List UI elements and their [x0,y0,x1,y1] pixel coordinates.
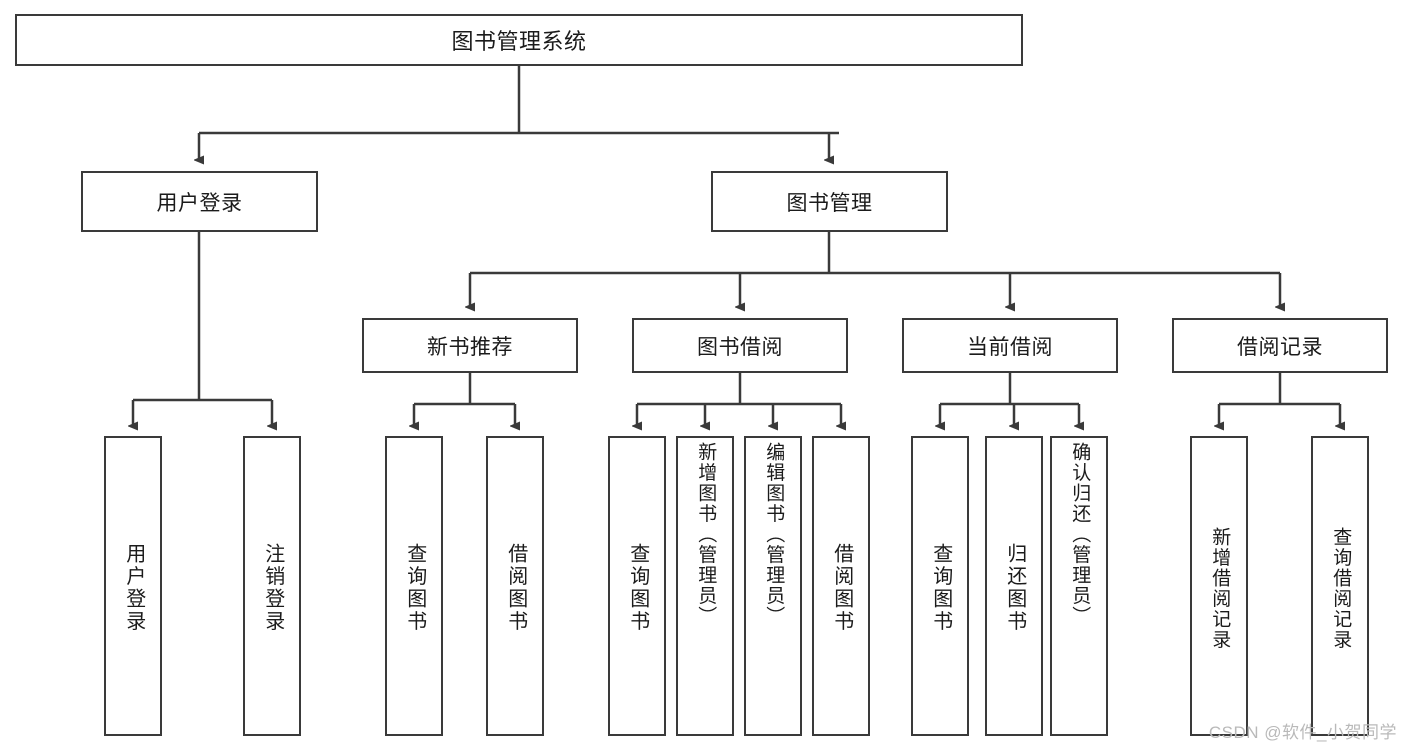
node-leaf-edit-book-label: 编辑图书（管理员） [763,442,785,627]
node-borrow-record-label: 借阅记录 [1237,335,1323,359]
node-leaf-borrow-book-2-label: 借阅图书 [830,543,853,633]
node-leaf-confirm-return[interactable]: 确认归还（管理员） [1050,436,1108,736]
node-leaf-logout-label: 注销登录 [261,543,284,633]
node-leaf-query-book-1-label: 查询图书 [403,543,426,633]
node-current-borrow[interactable]: 当前借阅 [902,318,1118,373]
node-new-book-rec[interactable]: 新书推荐 [362,318,578,373]
node-leaf-add-book-label: 新增图书（管理员） [695,442,717,627]
node-leaf-borrow-book-1-label: 借阅图书 [504,543,527,633]
node-leaf-edit-book[interactable]: 编辑图书（管理员） [744,436,802,736]
csdn-watermark: CSDN @软件_小贺同学 [1208,723,1397,742]
node-current-borrow-label: 当前借阅 [967,335,1053,359]
node-root[interactable]: 图书管理系统 [15,14,1023,66]
node-book-manage[interactable]: 图书管理 [711,171,948,232]
node-book-manage-label: 图书管理 [786,191,873,215]
node-leaf-query-book-2[interactable]: 查询图书 [608,436,666,736]
node-leaf-user-login[interactable]: 用户登录 [104,436,162,736]
node-user-login-label: 用户登录 [156,191,243,215]
node-leaf-confirm-return-label: 确认归还（管理员） [1069,442,1091,627]
node-leaf-query-record-label: 查询借阅记录 [1330,526,1352,650]
node-leaf-query-book-1[interactable]: 查询图书 [385,436,443,736]
node-leaf-add-record[interactable]: 新增借阅记录 [1190,436,1248,736]
node-leaf-borrow-book-2[interactable]: 借阅图书 [812,436,870,736]
node-leaf-user-login-label: 用户登录 [122,543,145,633]
node-leaf-query-book-2-label: 查询图书 [626,543,649,633]
node-leaf-return-book[interactable]: 归还图书 [985,436,1043,736]
node-book-borrow[interactable]: 图书借阅 [632,318,848,373]
node-book-borrow-label: 图书借阅 [697,335,783,359]
node-new-book-rec-label: 新书推荐 [427,335,513,359]
node-leaf-add-record-label: 新增借阅记录 [1209,526,1231,650]
node-leaf-query-book-3[interactable]: 查询图书 [911,436,969,736]
node-leaf-return-book-label: 归还图书 [1003,543,1026,633]
node-leaf-query-record[interactable]: 查询借阅记录 [1311,436,1369,736]
node-leaf-logout[interactable]: 注销登录 [243,436,301,736]
node-user-login[interactable]: 用户登录 [81,171,318,232]
node-leaf-add-book[interactable]: 新增图书（管理员） [676,436,734,736]
node-root-label: 图书管理系统 [451,29,587,54]
node-borrow-record[interactable]: 借阅记录 [1172,318,1388,373]
node-leaf-query-book-3-label: 查询图书 [929,543,952,633]
node-leaf-borrow-book-1[interactable]: 借阅图书 [486,436,544,736]
